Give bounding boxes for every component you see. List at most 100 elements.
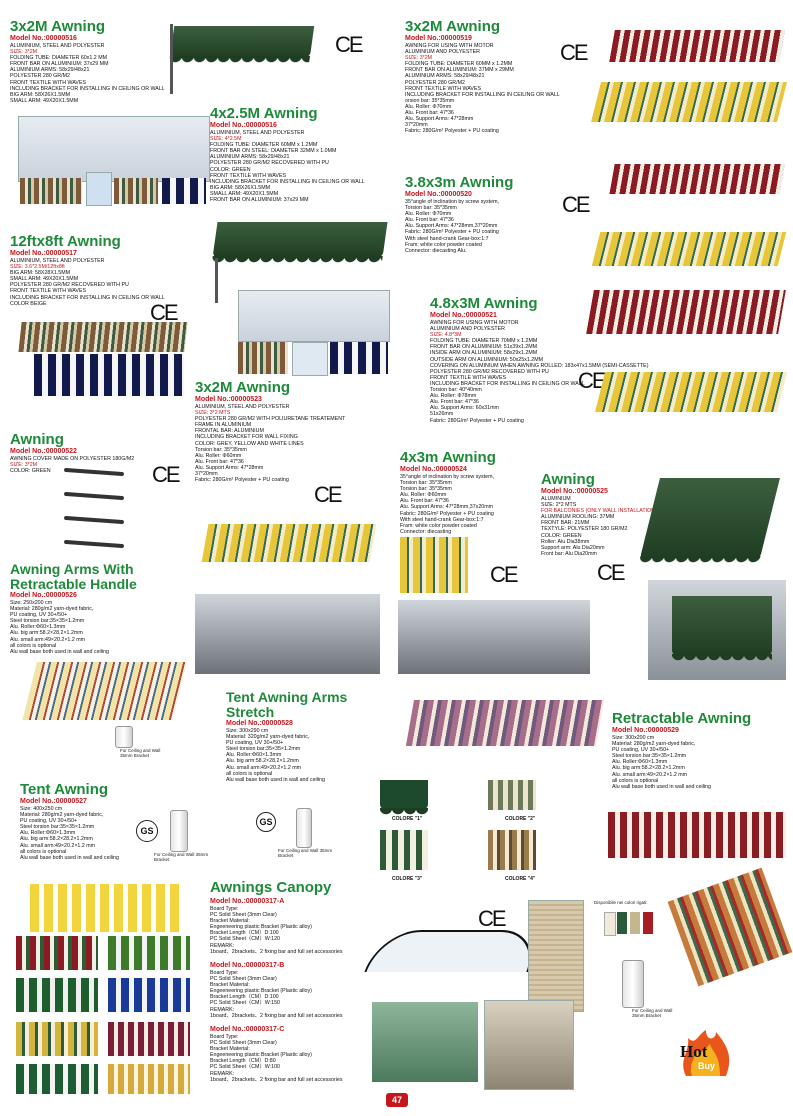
spec-line: Alu. Front bar: 47*36	[400, 498, 449, 505]
color-swatch-3	[380, 830, 428, 870]
spec-line: Steel torsion bar:35×35×1.2mm	[612, 753, 687, 760]
spec-line: PC Solid Sheet（CM）W:120	[210, 936, 280, 943]
spec-line: Material: 280g/m2 yarn-dyed fabric,	[10, 606, 94, 613]
awning-image-528	[405, 700, 605, 746]
spec-line: TEXTYLE: POLYESTER 180 GR/M2	[541, 526, 628, 533]
spec-line: SIZE: 3*2 MTS	[195, 410, 231, 417]
spec-line: POLYESTER 280 GR/M2	[405, 79, 465, 86]
spec-line: Fram: white color powder coated	[400, 522, 477, 529]
spec-line: POLYESTER 280 GR/M2 RECOVERED WITH PU	[10, 282, 129, 289]
awning-image-527	[30, 884, 180, 932]
spec-line: INCLUDING BRACKET FOR WALL FIXING	[195, 434, 298, 441]
swatch-green	[617, 912, 627, 934]
ce-mark-519: CE	[560, 40, 589, 65]
spec-line: Alu. Front bar: 47*36	[195, 458, 244, 465]
awning-arm	[170, 24, 173, 94]
spec-line: Fabric: 280G/m² Polyester + PU coating	[405, 229, 499, 236]
spec-line: PU coating, UV 30+/50+	[226, 740, 284, 747]
spec-line: INCLUDING BRACKET FOR INSTALLING IN CEIL…	[10, 85, 165, 92]
spec-line: ALUMINIUM, STEEL AND POLYESTER	[210, 130, 305, 136]
ce-mark-525: CE	[597, 560, 626, 585]
awning-photo-striped-2	[114, 178, 158, 204]
spec-line: 35°angle of inclination by screw system,	[400, 474, 494, 480]
spec-line: POLYESTER 280 GR/M2	[10, 73, 70, 80]
awning-image-525-installed	[672, 596, 772, 662]
swatch-red	[643, 912, 653, 934]
spec-line: Bracket Material:	[210, 1046, 250, 1053]
page-number: 47	[386, 1093, 408, 1107]
spec-line: SMALL ARM: 49X20X1.5MM	[10, 276, 79, 283]
spec-line: Board Type:	[210, 906, 239, 912]
spec-line: COLOR: GREEN	[541, 532, 582, 539]
color-swatch-1	[380, 780, 428, 816]
spec-line: INCLUDING BRACKET FOR INSTALLING IN CEIL…	[430, 380, 585, 387]
spec-line: Torsion bar: 35*35mm	[195, 446, 247, 453]
handle-image-4	[63, 539, 125, 549]
spec-line: COLOR: GREEN	[210, 166, 251, 173]
awning-photo-striped-3	[162, 178, 206, 204]
photo-524-installed	[398, 600, 590, 674]
model-317b: Model No.:00000317-B	[210, 962, 285, 969]
tent-sample-1	[16, 936, 98, 970]
spec-line: Alu. small arm:49×20.2×1.2 mm	[612, 771, 688, 778]
spec-line: FRAME IN ALUMINIUM	[195, 422, 252, 429]
spec-line: Alu. small arm:49×20.2×1.2 mm	[226, 764, 302, 771]
ce-mark-520: CE	[562, 192, 591, 217]
spec-line: Material: 280g/m2 yarn-dyed fabric,	[612, 741, 696, 748]
spec-line: Alu. Support Arms: 47*28mm,37*20mm	[405, 223, 498, 230]
spec-line: SIZE: 2*2 MTS	[541, 502, 577, 509]
awning-image-525	[640, 478, 780, 558]
tent-sample-7	[16, 1064, 98, 1094]
spec-line: ALUMINIUM ARMS: 58x29/48x21	[10, 67, 90, 74]
tent-sample-3	[16, 978, 98, 1012]
model-521: Model No.:00000521	[430, 312, 497, 319]
spec-line: ALUMINIUM	[541, 496, 571, 502]
ce-mark-524: CE	[490, 562, 519, 587]
model-522: Model No.:00000522	[10, 448, 77, 455]
awning-photo-blue	[86, 172, 112, 206]
spec-line: BIG ARM: 58X26X1.5MM	[210, 184, 271, 191]
gs-certification-icon-2: GS	[256, 812, 276, 832]
spec-line: Fabric: 280G/m² Polyester + PU coating	[405, 128, 499, 135]
spec-line: Alu. Roller:Φ60×1.3mm	[10, 624, 66, 631]
spec-line: Alu. Front bar: 47*36	[405, 110, 454, 117]
spec-line: Alu wall base both used in wall and ceil…	[226, 776, 325, 783]
spec-line: REMARK:	[210, 942, 235, 949]
spec-line: all colors is optional	[226, 770, 273, 777]
canopy-image-green	[372, 1002, 478, 1082]
spec-line: Bracket Length（CM）D:100	[210, 994, 279, 1001]
spec-line: ALUMINIUM ARMS: 58x29/48x21	[405, 73, 485, 80]
tent-sample-5	[16, 1022, 98, 1056]
model-523: Model No.:00000523	[195, 396, 262, 403]
spec-line: Alu. big arm:58.2×28.2×1.2mm	[20, 836, 93, 843]
spec-line: 37*20mm	[195, 471, 218, 478]
awning-image-navy	[34, 354, 184, 396]
spec-line: Alu. Roller:Φ60×1.3mm	[612, 759, 668, 766]
tent-sample-4	[108, 978, 190, 1012]
hot-label: Hot	[680, 1042, 708, 1061]
spec-line: SIZE: 3.6*2.5M/12ftx8ft	[10, 264, 65, 271]
model-526: Model No.:00000526	[10, 592, 77, 599]
spec-line: Alu. Roller:Φ60×1.3mm	[20, 830, 76, 837]
dispo-label: Disponibile nei colori rigati:	[594, 900, 648, 905]
title-516-4x2.5: 4x2.5M Awning	[210, 105, 318, 122]
spec-line: PC Solid Sheet (3mm Clear)	[210, 1040, 277, 1047]
spec-line: SIZE: 4*2.5M	[210, 136, 242, 143]
specs-317a: Board Type:PC Solid Sheet (3mm Clear)Bra…	[210, 906, 343, 955]
flame-icon	[683, 1030, 730, 1076]
spec-line: AWNING FOR USING WITH MOTOR	[405, 43, 494, 49]
specs-317c: Board Type:PC Solid Sheet (3mm Clear)Bra…	[210, 1034, 343, 1083]
spec-line: PU coating, UV 30+/50+	[612, 747, 670, 754]
spec-line: FOR BALCONIES (ONLY WALL INSTALLATION)	[541, 508, 657, 515]
spec-line: Engeeneering plastic Bracket (Plastic al…	[210, 988, 312, 995]
title-520: 3.8x3m Awning	[405, 174, 514, 191]
model-525: Model No.:00000525	[541, 488, 608, 495]
bracket-label-527: For Ceiling and Wall 35mm Bracket	[154, 852, 209, 862]
spec-line: Fram: white color powder coated	[405, 241, 482, 248]
spec-line: Alu. Roller:Φ60×1.3mm	[226, 752, 282, 759]
